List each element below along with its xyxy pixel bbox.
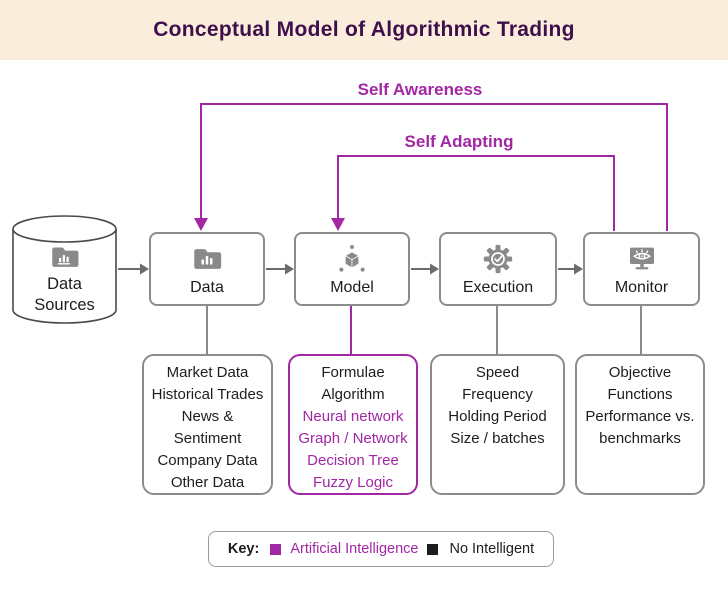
detail-line: Algorithm: [321, 386, 385, 403]
execution-details-box: Speed Frequency Holding Period Size / ba…: [430, 354, 565, 495]
data-sources-node: Data Sources: [13, 240, 116, 316]
detail-line: Frequency: [462, 386, 533, 403]
gear-check-icon: [483, 244, 513, 273]
folder-bars-icon: [194, 248, 222, 269]
detail-line: News &: [181, 408, 234, 425]
detail-line: Size / batches: [450, 430, 545, 447]
flow-arrowhead-data-model: [285, 263, 294, 275]
detail-line-ai: Graph / Network: [298, 430, 408, 447]
detail-line: Formulae: [321, 364, 385, 381]
self-adapting-label: Self Adapting: [404, 132, 514, 151]
detail-line-ai: Decision Tree: [307, 452, 399, 469]
self-awareness-line: [200, 103, 668, 231]
stage-box-execution: Execution: [439, 232, 557, 306]
stage-label-monitor: Monitor: [614, 278, 669, 296]
detail-line: Functions: [607, 386, 673, 403]
detail-line-ai: Neural network: [302, 408, 404, 425]
data-sources-label-line2: Sources: [34, 296, 95, 314]
no-intelligent-color-swatch: [427, 543, 439, 555]
cube-network-icon: [339, 244, 365, 272]
stage-label-data: Data: [190, 278, 224, 296]
legend-box: Key: Artificial Intelligence No Intellig…: [208, 531, 554, 567]
detail-line: Market Data: [166, 364, 249, 381]
flow-arrowhead-execution-monitor: [574, 263, 583, 275]
stage-label-execution: Execution: [462, 278, 534, 296]
stage-box-model: Model: [294, 232, 410, 306]
detail-line: Historical Trades: [151, 386, 264, 403]
data-sources-cylinder-top: [12, 215, 117, 243]
stage-box-data: Data: [149, 232, 265, 306]
monitor-eye-icon: [629, 247, 654, 269]
flow-arrows: [118, 263, 583, 275]
stage-box-monitor: Monitor: [583, 232, 700, 306]
detail-line: Performance vs.: [585, 408, 695, 425]
legend-no-intelligent-label: No Intelligent: [449, 541, 535, 557]
self-adapting-arrowhead: [331, 218, 345, 231]
self-adapting-line: [337, 155, 615, 231]
detail-line: Speed: [475, 364, 520, 381]
model-details-box: Formulae Algorithm Neural network Graph …: [288, 354, 418, 495]
detail-line: Sentiment: [173, 430, 242, 447]
self-awareness-label: Self Awareness: [357, 80, 483, 99]
flow-arrowhead-source-data: [140, 263, 149, 275]
detail-line-ai: Fuzzy Logic: [312, 474, 394, 491]
flow-arrowhead-model-execution: [430, 263, 439, 275]
legend-key-label: Key:: [227, 541, 260, 557]
data-sources-label-line1: Data: [47, 275, 82, 293]
detail-line: benchmarks: [599, 430, 681, 447]
monitor-details-box: Objective Functions Performance vs. benc…: [575, 354, 705, 495]
detail-line: Holding Period: [448, 408, 547, 425]
folder-chart-icon: [51, 247, 78, 267]
detail-line: Other Data: [170, 474, 245, 491]
legend-ai-label: Artificial Intelligence: [290, 541, 419, 557]
header-banner: Conceptual Model of Algorithmic Trading: [0, 0, 728, 60]
detail-line: Company Data: [157, 452, 258, 469]
page-title: Conceptual Model of Algorithmic Trading: [153, 18, 575, 41]
ai-color-swatch: [270, 543, 282, 555]
stage-label-model: Model: [330, 278, 374, 296]
detail-line: Objective: [608, 364, 672, 381]
data-details-box: Market Data Historical Trades News & Sen…: [142, 354, 273, 495]
self-awareness-arrowhead: [194, 218, 208, 231]
data-sources-cylinder: [12, 229, 117, 324]
